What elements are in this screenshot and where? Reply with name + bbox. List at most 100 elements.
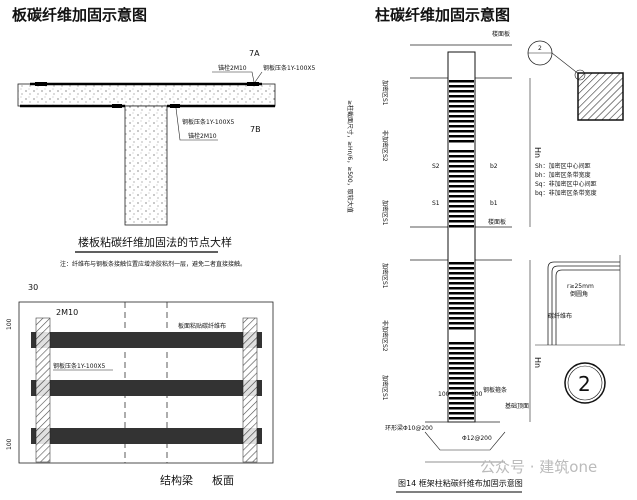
- strip-top-label: 钢板压条1Y-100X5: [263, 64, 315, 72]
- cfrp-hoop: [449, 155, 474, 158]
- cfrp-hoop: [449, 277, 474, 280]
- dim-100-bottom: 100: [6, 438, 13, 450]
- cfrp-hoop: [449, 220, 474, 223]
- dim-100-right: 100: [471, 391, 483, 398]
- strip-label: 钢板压条1Y-100X5: [53, 362, 105, 370]
- detail-circle: [564, 362, 606, 404]
- hn-bottom: Hn: [533, 357, 542, 368]
- ring-beam-label: 环形梁Φ10@200: [385, 424, 433, 432]
- dense-zone-2: 加密区S1: [381, 200, 389, 226]
- cfrp-hoop: [449, 287, 474, 290]
- legend-3: Sq：非加密区中心间距: [535, 180, 597, 188]
- cfrp-hoop: [449, 195, 474, 198]
- dense-zone-1: 加密区S1: [381, 80, 389, 106]
- cfrp-hoop: [449, 317, 474, 320]
- b1-label: b1: [490, 200, 498, 207]
- cfrp-label: 板面粘贴碳纤维布: [178, 322, 226, 330]
- floor-mid-label: 楼面板: [488, 218, 506, 226]
- zone-rule: ≥柱截面尺寸，≥Hn/6，≥500，取较大值: [346, 100, 354, 213]
- cfrp-hoop: [449, 387, 474, 390]
- cfrp-hoop: [449, 120, 474, 123]
- cfrp-hoop: [449, 210, 474, 213]
- slab-plan: 30 2M10 100 100 板面粘贴碳纤维布 钢板压条1Y-100X5 结构…: [6, 283, 274, 487]
- cfrp-hoop: [449, 407, 474, 410]
- cfrp-band: [31, 332, 262, 348]
- round-corner-label: 倒圆角: [570, 290, 588, 298]
- legend-2: bh：加密区条带宽度: [535, 171, 591, 179]
- cfrp-hoop: [449, 90, 474, 93]
- slab-section: 7A 锚栓2M10 钢板压条1Y-100X5 钢板压条1Y-100X5 锚栓2M…: [17, 49, 315, 268]
- floor-top-label: 楼面板: [492, 30, 510, 38]
- cfrp-band: [31, 380, 262, 396]
- corner-detail: r≥25mm 倒圆角 碳纤维布 2: [535, 255, 625, 404]
- mark-7b: 7B: [250, 125, 261, 134]
- cfrp-hoop: [449, 140, 474, 143]
- anchor-plate-icon: [35, 82, 47, 86]
- section-note: 注：纤维布与钢板条接触位置应增涂胶粘剂一层，避免二者直接接触。: [60, 260, 246, 268]
- column-caption: 图14 框架柱粘碳纤维布加固示意图: [398, 478, 523, 488]
- cfrp-hoop: [449, 417, 474, 420]
- cfrp-hoop: [449, 382, 474, 385]
- anchor-bottom-label: 锚栓2M10: [188, 132, 217, 140]
- cfrp-hoop: [449, 367, 474, 370]
- cfrp-hoop: [449, 100, 474, 103]
- radius-label: r≥25mm: [567, 283, 594, 290]
- cfrp-hoop: [449, 297, 474, 300]
- column: [447, 51, 476, 423]
- cfrp-hoop: [449, 412, 474, 415]
- cfrp-hoop: [449, 110, 474, 113]
- cfrp-hoop: [449, 322, 474, 325]
- section-caption: 楼板粘碳纤维加固法的节点大样: [78, 235, 232, 249]
- cfrp-detail-label: 碳纤维布: [548, 312, 572, 320]
- steel-strip-right: [242, 317, 258, 463]
- cfrp-hoop: [449, 352, 474, 355]
- dim-30: 30: [28, 283, 38, 292]
- cfrp-hoop: [449, 125, 474, 128]
- cfrp-hoop: [449, 327, 474, 330]
- cfrp-hoop: [449, 165, 474, 168]
- dim-100-top: 100: [6, 318, 13, 330]
- cfrp-hoop: [449, 185, 474, 188]
- detail-no: 2: [538, 45, 542, 52]
- cfrp-hoop: [449, 170, 474, 173]
- anchor-top-label: 锚栓2M10: [218, 64, 247, 72]
- cfrp-hoop: [449, 357, 474, 360]
- cfrp-hoop: [449, 225, 474, 228]
- steel-hoop-label: 钢板箍条: [483, 386, 507, 394]
- cfrp-hoop: [449, 135, 474, 138]
- cfrp-hoop: [449, 205, 474, 208]
- cfrp-hoops: [449, 80, 474, 420]
- slab: [17, 83, 276, 107]
- b2-label: b2: [490, 163, 498, 170]
- cfrp-hoop: [449, 282, 474, 285]
- cfrp-hoop: [449, 402, 474, 405]
- cfrp-hoop: [449, 342, 474, 345]
- left-title: 板碳纤维加固示意图: [12, 6, 147, 24]
- slab-label: 板面: [212, 473, 234, 487]
- cfrp-hoop: [449, 267, 474, 270]
- legend-1: Sh：加密区中心间距: [535, 162, 591, 170]
- cfrp-hoop: [449, 302, 474, 305]
- sparse-zone-1: 非加密区S2: [381, 130, 389, 162]
- cfrp-hoop: [449, 200, 474, 203]
- dense-zone-3: 加密区S1: [381, 263, 389, 289]
- legend-4: bq：非加密区条带宽度: [535, 189, 597, 197]
- cfrp-hoop: [449, 150, 474, 153]
- foundation-top-label: 基础顶面: [505, 402, 529, 410]
- cfrp-hoop: [449, 115, 474, 118]
- cfrp-hoop: [449, 312, 474, 315]
- cfrp-hoop: [449, 190, 474, 193]
- rebar-label: Φ12@200: [462, 435, 492, 442]
- cfrp-hoop: [449, 347, 474, 350]
- s1-label: S1: [432, 200, 440, 207]
- hn-top: Hn: [533, 147, 542, 158]
- s2-label: S2: [432, 163, 440, 170]
- watermark: 公众号 · 建筑one: [480, 458, 597, 476]
- cfrp-hoop: [449, 307, 474, 310]
- cfrp-hoop: [449, 377, 474, 380]
- right-title: 柱碳纤维加固示意图: [375, 6, 510, 24]
- column-section: 2: [527, 40, 624, 121]
- cfrp-hoop: [449, 95, 474, 98]
- cfrp-hoop: [449, 105, 474, 108]
